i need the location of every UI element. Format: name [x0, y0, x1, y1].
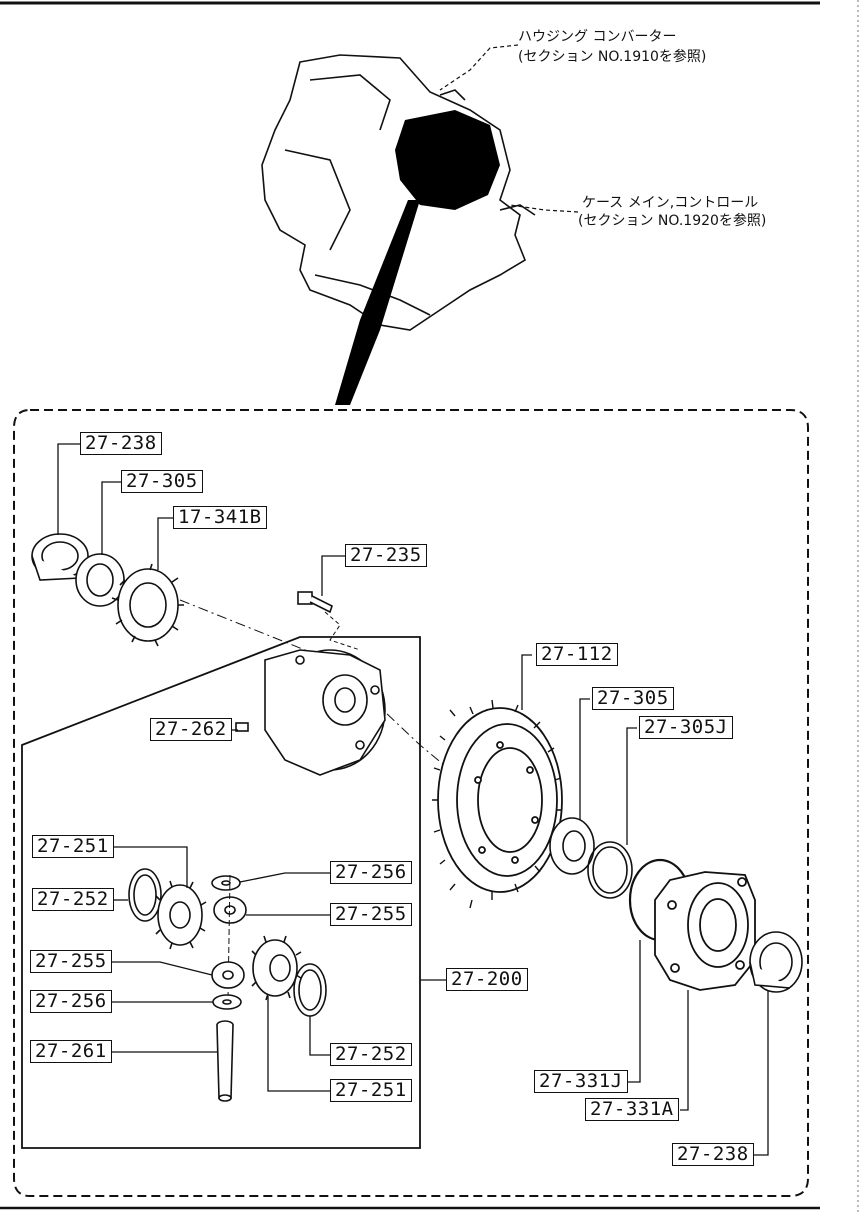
- thrust-washer-top: [211, 875, 241, 891]
- transmission-housing-sketch: [261, 54, 536, 331]
- shaft: [216, 1020, 234, 1102]
- bolt-leader: [324, 611, 361, 651]
- part-label[interactable]: 27-255: [30, 950, 112, 973]
- case-note-line2: (セクション NO.1920を参照): [578, 213, 767, 229]
- converter-note-line1: ハウジング コンバーター: [518, 29, 677, 45]
- part-label[interactable]: 27-305: [121, 470, 203, 493]
- part-label[interactable]: 27-331J: [534, 1070, 628, 1093]
- bearing-right: [549, 817, 595, 875]
- pinion-bottom: [211, 961, 245, 989]
- pinion-top: [213, 896, 247, 924]
- part-label[interactable]: 27-256: [30, 990, 112, 1013]
- speedo-drive-gear: [111, 563, 184, 647]
- pin: [235, 722, 249, 732]
- converter-note-line2: (セクション NO.1910を参照): [518, 49, 707, 65]
- bearing-top: [75, 553, 125, 607]
- bearing-housing: [654, 871, 756, 991]
- ring-gear: [432, 699, 563, 909]
- converter-blackout: [335, 110, 500, 405]
- part-label[interactable]: 27-256: [330, 861, 412, 884]
- part-label[interactable]: 27-305J: [639, 716, 733, 739]
- case-note-line1: ケース メイン,コントロール: [582, 195, 759, 211]
- part-label[interactable]: 27-255: [330, 903, 412, 926]
- part-label[interactable]: 27-112: [536, 643, 618, 666]
- bearing-cup-top: [31, 533, 89, 581]
- differential-case: [264, 649, 386, 776]
- part-label[interactable]: 27-261: [30, 1040, 112, 1063]
- part-label[interactable]: 27-200: [446, 968, 528, 991]
- side-gear-top: [155, 880, 207, 950]
- part-label[interactable]: 27-262: [150, 718, 232, 741]
- shim-right: [587, 841, 633, 899]
- part-label[interactable]: 27-235: [345, 544, 427, 567]
- leader-lines: [57, 443, 769, 1156]
- part-label[interactable]: 17-341B: [173, 506, 267, 529]
- assembly-outline: [13, 409, 809, 1197]
- bearing-cup-bottom: [749, 931, 803, 993]
- bolt: [297, 591, 333, 614]
- washer-bottom: [293, 963, 327, 1017]
- diff-subassembly-outline: [21, 636, 421, 1149]
- part-label[interactable]: 27-252: [32, 888, 114, 911]
- part-label[interactable]: 27-252: [330, 1043, 412, 1066]
- thrust-washer-bottom: [212, 994, 242, 1010]
- part-label[interactable]: 27-238: [80, 432, 162, 455]
- part-label[interactable]: 27-251: [330, 1079, 412, 1102]
- side-gear-bottom: [251, 935, 302, 1001]
- part-label[interactable]: 27-305: [592, 687, 674, 710]
- note-leaders: [439, 44, 579, 213]
- part-label[interactable]: 27-238: [672, 1143, 754, 1166]
- part-label[interactable]: 27-331A: [585, 1098, 679, 1121]
- washer-top: [128, 868, 162, 922]
- part-label[interactable]: 27-251: [32, 835, 114, 858]
